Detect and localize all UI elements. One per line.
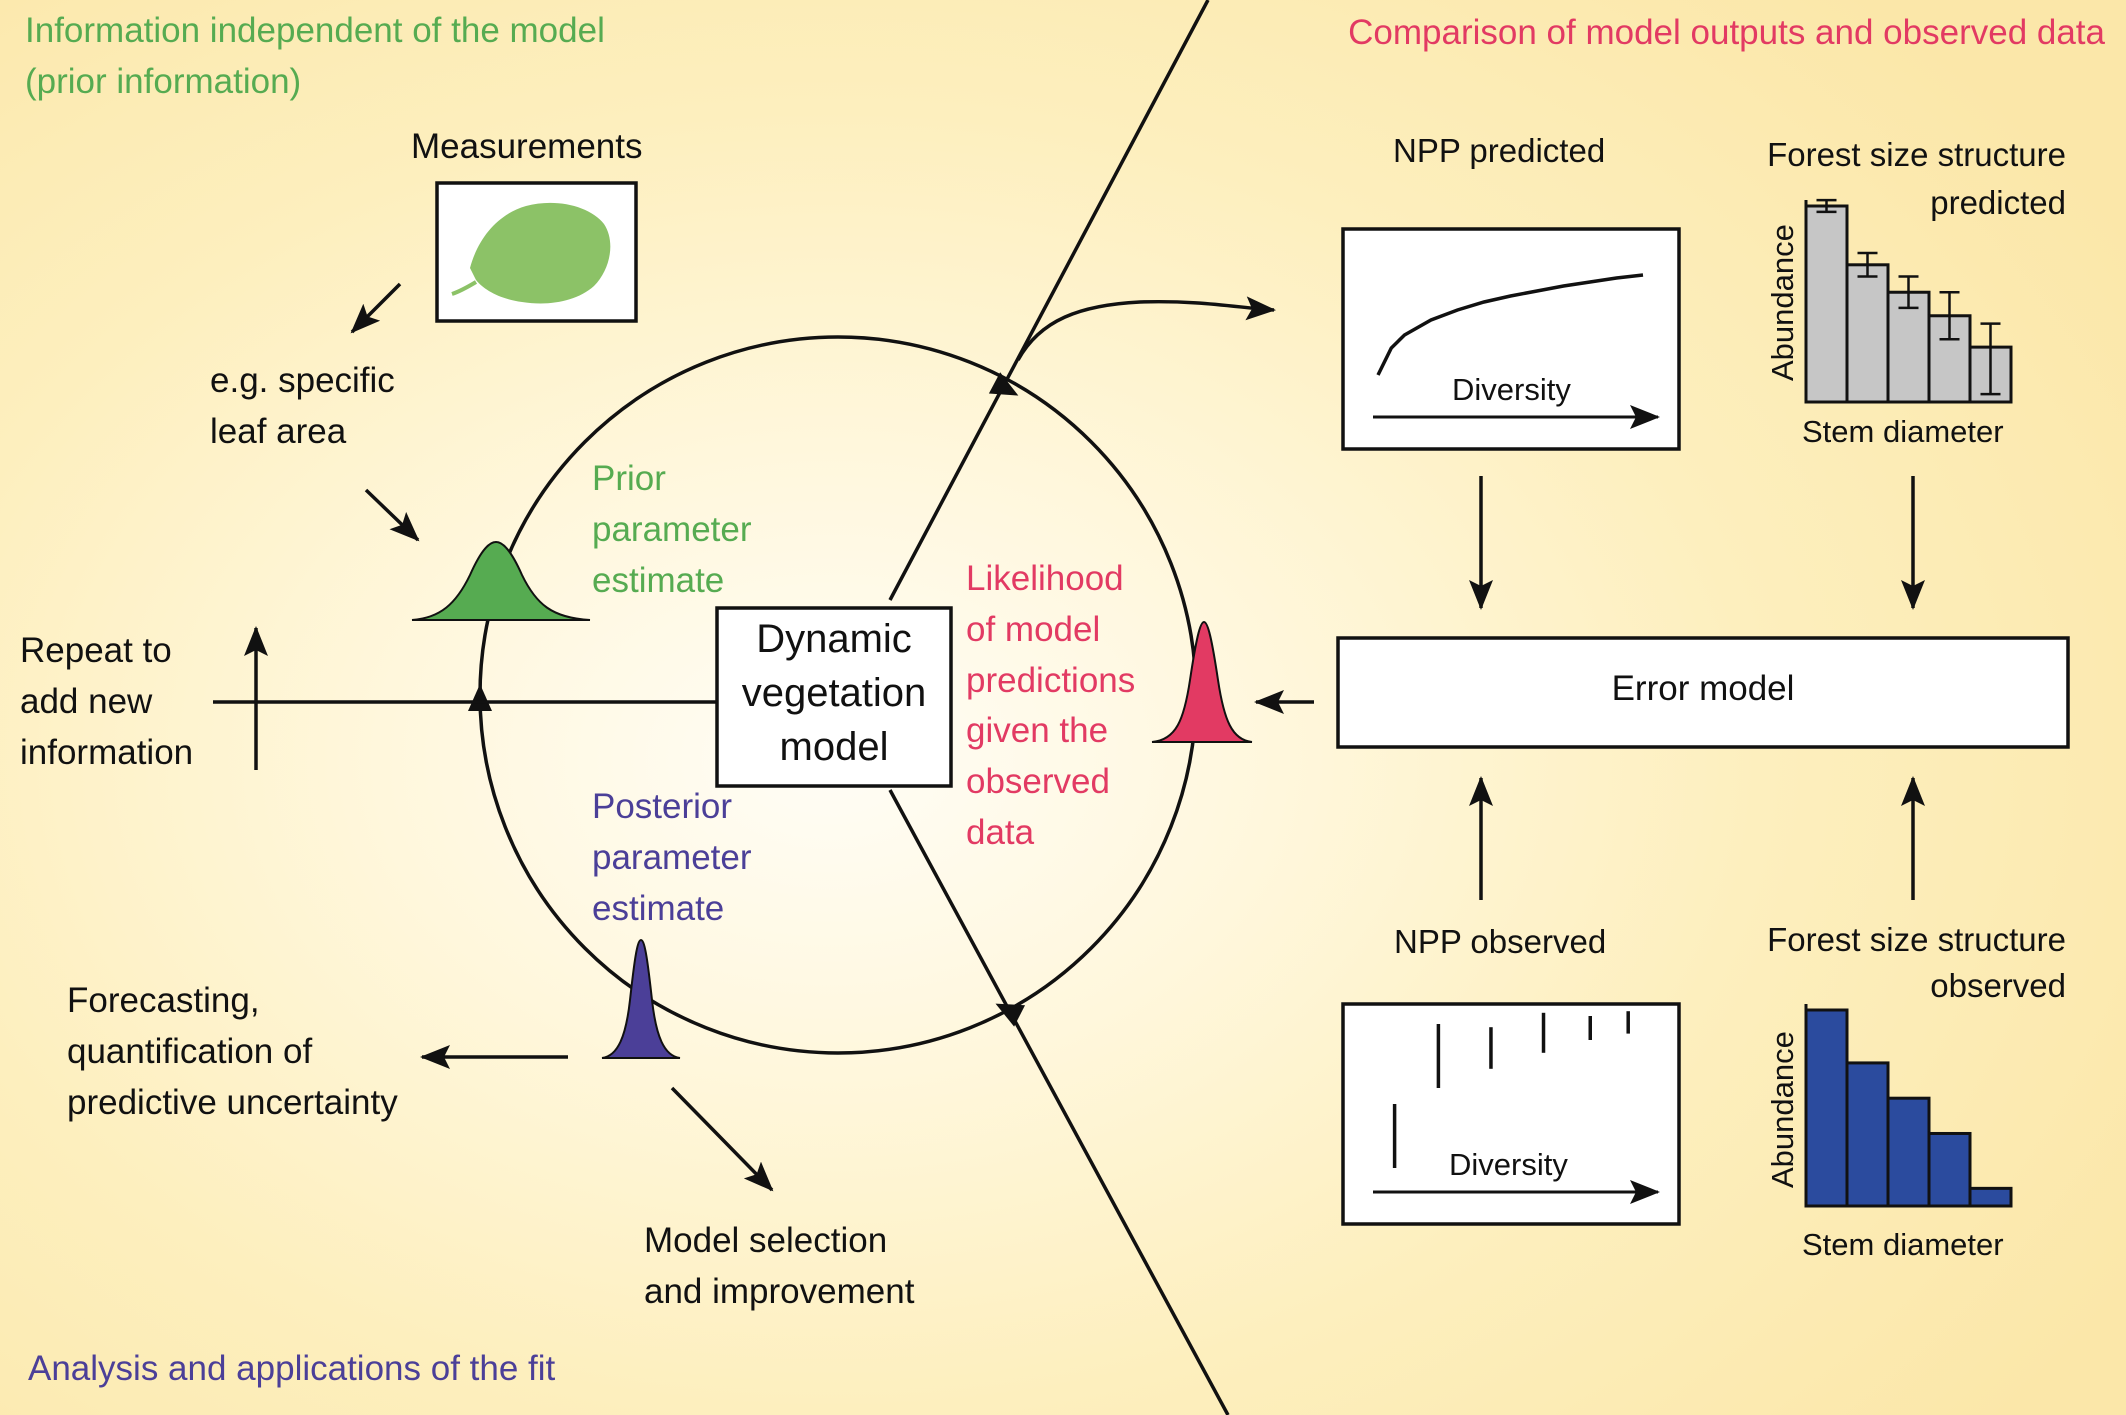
prior-estimate-label: Prior parameter estimate (592, 454, 752, 606)
cycle-arrowhead-top (988, 372, 1019, 396)
size-observed-ylabel: Abundance (1765, 1031, 1800, 1188)
size-predicted-bars (1804, 198, 2013, 404)
size-predicted-bar (1845, 263, 1890, 404)
measurement-to-example-arrow (350, 282, 402, 334)
npp-observed-title: NPP observed (1394, 923, 1607, 960)
divider-upper-line (888, 0, 1210, 601)
size-observed-bars (1804, 1004, 2013, 1208)
size-observed-title-line: observed (1930, 966, 2066, 1004)
prior-estimate-line: parameter (592, 509, 752, 549)
likelihood-label-line: predictions (966, 660, 1136, 700)
comparison-section-title: Comparison of model outputs and observed… (1348, 13, 2105, 52)
forecasting-label-line: predictive uncertainty (67, 1082, 398, 1122)
likelihood-label-line: data (966, 812, 1035, 852)
size-predicted-title-line: predicted (1930, 183, 2066, 221)
divider-lower-line (888, 789, 1230, 1415)
size-observed-xlabel: Stem diameter (1802, 1227, 2004, 1262)
model-label-line: vegetation (741, 671, 927, 715)
size-observed-title-line: Forest size structure (1767, 921, 2066, 958)
model-box (715, 606, 953, 788)
example-label-line: e.g. specific (210, 361, 395, 400)
model-label-line: Dynamic (756, 617, 912, 661)
posterior-distribution (601, 938, 681, 1059)
repeat-label-line: information (20, 732, 194, 772)
size-observed-bar (1968, 1186, 2013, 1208)
likelihood-label-line: observed (966, 762, 1110, 801)
prior-section-title: Information independent of the model (pr… (25, 6, 605, 108)
size-predicted-title: Forest size structure predicted (1767, 131, 2066, 227)
prior-section-title-line: Information independent of the model (25, 11, 605, 50)
selection-arrow (670, 1086, 774, 1192)
output-curve-arrow (1016, 296, 1276, 361)
npp-observed-box (1341, 1002, 1681, 1226)
likelihood-label-line: given the (966, 711, 1109, 751)
prior-distribution (411, 540, 591, 621)
selection-label-line: Model selection (644, 1221, 888, 1260)
cycle-arrowhead-left (468, 684, 492, 711)
example-label: e.g. specific leaf area (210, 356, 395, 458)
npp-observed-marks (1392, 1011, 1630, 1168)
prior-estimate-line: estimate (592, 560, 725, 600)
example-label-line: leaf area (210, 411, 347, 451)
selection-label: Model selection and improvement (644, 1216, 914, 1318)
npp-predicted-xlabel: Diversity (1452, 372, 1571, 407)
likelihood-distribution (1151, 620, 1253, 743)
selection-label-line: and improvement (644, 1271, 915, 1311)
npp-observed-xlabel: Diversity (1449, 1147, 1568, 1182)
size-observed-bar (1804, 1008, 1849, 1208)
size-observed-title: Forest size structure observed (1767, 917, 2066, 1008)
leaf-stem-icon (451, 280, 478, 296)
prior-section-title-line: (prior information) (25, 61, 302, 101)
posterior-estimate-line: estimate (592, 888, 725, 928)
prior-estimate-line: Prior (592, 459, 666, 498)
likelihood-label-line: Likelihood (966, 559, 1124, 598)
analysis-section-title: Analysis and applications of the fit (28, 1349, 556, 1388)
measurements-label: Measurements (411, 127, 643, 166)
size-observed-bar (1927, 1131, 1972, 1208)
forecasting-label-line: quantification of (67, 1031, 313, 1071)
npp-predicted-curve (1376, 273, 1644, 376)
repeat-label-line: Repeat to (20, 631, 172, 670)
size-predicted-bar (1804, 204, 1849, 404)
model-label: Dynamic vegetation model (717, 612, 951, 774)
error-model-box (1336, 636, 2070, 749)
size-predicted-xlabel: Stem diameter (1802, 414, 2004, 449)
size-predicted-title-line: Forest size structure (1767, 136, 2066, 173)
posterior-estimate-line: Posterior (592, 787, 733, 826)
size-predicted-ylabel: Abundance (1765, 224, 1800, 381)
leaf-icon (470, 202, 611, 304)
forecasting-label-line: Forecasting, (67, 981, 260, 1020)
repeat-label-line: add new (20, 681, 153, 721)
example-to-prior-arrow (364, 488, 420, 542)
size-observed-bar (1845, 1061, 1890, 1208)
forecasting-label: Forecasting, quantification of predictiv… (67, 976, 398, 1128)
size-observed-bar (1886, 1096, 1931, 1208)
likelihood-label-line: of model (966, 609, 1101, 649)
likelihood-label: Likelihood of model predictions given th… (966, 554, 1135, 859)
cycle-arrowhead-bottom (995, 1003, 1026, 1027)
repeat-label: Repeat to add new information (20, 626, 193, 778)
model-label-line: model (779, 725, 889, 769)
posterior-estimate-line: parameter (592, 837, 752, 877)
posterior-estimate-label: Posterior parameter estimate (592, 782, 752, 934)
error-model-label: Error model (1611, 669, 1795, 708)
npp-predicted-title: NPP predicted (1393, 132, 1606, 169)
